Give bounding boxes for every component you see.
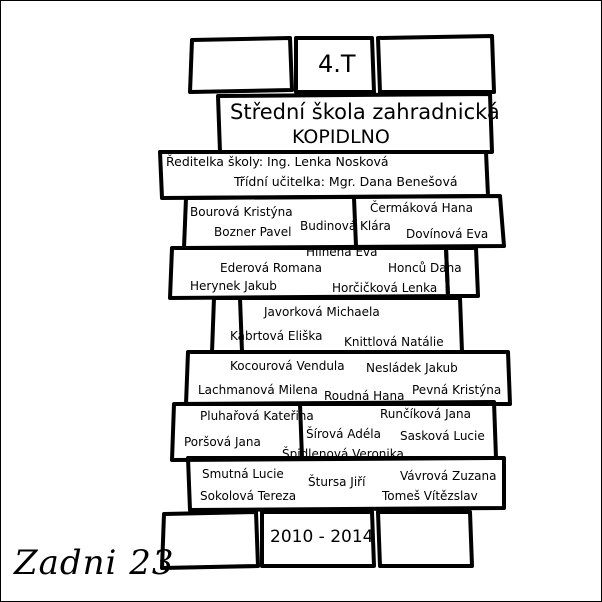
student-name: Horčičková Lenka: [332, 281, 438, 295]
student-name: Nesládek Jakub: [366, 361, 458, 375]
class-teacher: Třídní učitelka: Mgr. Dana Benešová: [234, 174, 458, 189]
student-name: Pluhařová Kateřina: [200, 409, 314, 423]
brick-bottom-left: [160, 510, 260, 570]
student-name: Pevná Kristýna: [412, 383, 502, 397]
student-name: Štursa Jiří: [308, 475, 366, 489]
brick-top-center: [294, 36, 376, 94]
student-name: Poršová Jana: [184, 435, 261, 449]
brick-row-6: [186, 456, 506, 512]
student-name: Kábrtová Eliška: [230, 329, 323, 343]
years: 2010 - 2014: [270, 527, 374, 547]
student-name: Ederová Romana: [220, 261, 323, 275]
student-name: Herynek Jakub: [190, 279, 277, 293]
student-name: Knittlová Natálie: [344, 335, 444, 349]
student-name: Bozner Pavel: [214, 225, 292, 239]
student-name: Lachmanová Milena: [198, 383, 318, 397]
brick-row-1: [182, 194, 506, 250]
student-name: Honců Dana: [388, 261, 462, 275]
student-name: Kocourová Vendula: [230, 359, 345, 373]
student-name: Smutná Lucie: [202, 467, 284, 481]
school-name: Střední škola zahradnická: [230, 100, 500, 124]
brick-row-2b: [444, 246, 480, 298]
joint-3: [298, 403, 304, 459]
class-label: 4.T: [318, 50, 356, 78]
student-name: Tomeš Vítězslav: [382, 489, 478, 503]
principal: Ředitelka školy: Ing. Lenka Nosková: [166, 154, 389, 169]
brick-top-right: [376, 34, 496, 94]
student-name: Dovínová Eva: [406, 227, 489, 241]
joint-1: [352, 197, 358, 247]
corner-note: Zadni 23: [14, 543, 175, 583]
student-name: Vávrová Zuzana: [400, 469, 497, 483]
student-name: Špidlenová Veronika: [282, 447, 404, 461]
school-location: KOPIDLNO: [292, 126, 390, 148]
joint-2: [238, 297, 244, 353]
student-name: Bourová Kristýna: [190, 205, 293, 219]
student-name: Čermáková Hana: [370, 201, 473, 215]
student-name: Runčíková Jana: [380, 407, 471, 421]
brick-bottom-right: [376, 510, 474, 568]
student-name: Javorková Michaela: [264, 305, 380, 319]
brick-school: [216, 92, 494, 154]
brick-top-left: [188, 36, 294, 94]
student-name: Sasková Lucie: [400, 429, 485, 443]
student-name: Hliněná Eva: [306, 245, 378, 259]
brick-bottom-center: [260, 510, 376, 568]
student-name: Šírová Adéla: [306, 427, 381, 441]
student-name: Budinová Klára: [300, 219, 391, 233]
student-name: Sokolová Tereza: [200, 489, 297, 503]
student-name: Roudná Hana: [324, 389, 405, 403]
brick-row-4: [184, 350, 512, 406]
